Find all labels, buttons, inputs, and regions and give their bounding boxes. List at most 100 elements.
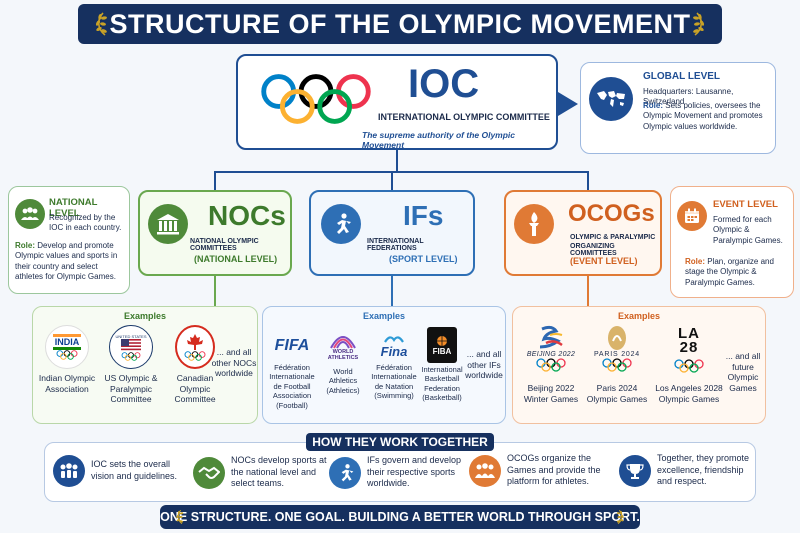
ocogs-acronym: OCOGs [568,200,655,227]
maple-leaf-icon [187,334,203,350]
ocog-examples-panel: Examples BEIJING 2022 Beijing 2022 Winte… [512,306,766,424]
noc-example-caption: US Olympic & Paralympic Committee [104,373,158,405]
connector-noc-examples [214,276,216,306]
trophy-icon [619,454,651,487]
noc-examples-panel: Examples INDIA Indian Olympic Associatio… [32,306,258,424]
laurel-left-icon [94,12,109,36]
calendar-icon [677,201,707,231]
if-example-fifa: FIFA Fédération Internationale de Footba… [265,329,319,410]
page-title-banner: STRUCTURE OF THE OLYMPIC MOVEMENT [78,4,722,44]
arrow-to-global-icon [558,92,578,116]
noc-example-caption: Canadian Olympic Committee [174,373,216,405]
fiba-logo: FIBA [427,327,457,363]
world-athletics-logo: WORLD ATHLETICS [319,325,367,367]
connector-noc [214,171,216,190]
if-example-fina: Fina Fédération Internationale de Natati… [369,329,419,401]
national-level-card: NATIONAL LEVEL Recognized by the IOC in … [8,186,130,294]
if-example-caption: Fédération Internationale de Natation (S… [371,363,417,401]
fifa-logo: FIFA [274,337,310,354]
event-level-role: Role: Plan, organize and stage the Olymp… [685,257,774,287]
ifs-card: IFs INTERNATIONAL FEDERATIONS (SPORT LEV… [309,190,475,276]
laurel-left-icon [175,509,184,525]
ioc-name: INTERNATIONAL OLYMPIC COMMITTEE [378,112,550,122]
ocogs-level: (EVENT LEVEL) [570,256,638,266]
ifs-level: (SPORT LEVEL) [389,254,458,264]
torch-icon [514,204,554,244]
ocog-example-caption: Los Angeles 2028 Olympic Games [655,383,723,404]
nocs-acronym: NOCs [208,200,286,231]
if-example-fiba: FIBA International Basketball Federation… [419,327,465,403]
nocs-name: NATIONAL OLYMPIC COMMITTEES [190,238,259,252]
us-flag-icon [121,338,141,352]
national-level-role: Role: Develop and promote Olympic values… [15,241,118,282]
if-example-caption: Fédération Internationale de Football As… [269,363,315,410]
canada-coc-logo [175,325,215,369]
handshake-icon [193,456,225,489]
noc-examples-title: Examples [123,311,167,321]
ocog-examples-title: Examples [617,311,661,321]
event-level-heading: EVENT LEVEL [713,199,778,210]
india-logo: INDIA [45,325,89,369]
page-title: STRUCTURE OF THE OLYMPIC MOVEMENT [109,8,691,39]
event-level-card: EVENT LEVEL Formed for each Olympic & Pa… [670,186,794,298]
building-columns-icon [148,204,188,244]
how-item: OCOGs organize the Games and provide the… [469,453,613,488]
runner-icon [321,204,361,244]
ocog-example-paris: PARIS 2024 Paris 2024 Olympic Games [585,325,649,404]
if-examples-panel: Examples FIFA Fédération Internationale … [262,306,506,424]
footer-slogan: ONE STRUCTURE. ONE GOAL. BUILDING A BETT… [160,510,640,524]
ioc-tagline: The supreme authority of the Olympic Mov… [362,130,516,150]
ocog-example-la: LA 28 Los Angeles 2028 Olympic Games [653,325,725,404]
ocogs-card: OCOGs OLYMPIC & PARALYMPIC ORGANIZING CO… [504,190,662,276]
ocogs-name-line2: ORGANIZING COMMITTEES [570,243,617,257]
nocs-level: (NATIONAL LEVEL) [194,254,278,264]
global-level-hq: Headquarters: Lausanne, Switzerland [643,87,734,107]
paris-2024-logo: PARIS 2024 [585,325,649,383]
national-level-text: Recognized by the IOC in each country. [49,213,122,233]
ocogs-name-line1: OLYMPIC & PARALYMPIC [570,234,656,241]
how-item: IFs govern and develop their respective … [329,455,469,490]
noc-example-india: INDIA Indian Olympic Association [37,325,97,394]
connector-ifs [391,171,393,190]
group-icon [469,454,501,487]
fina-logo: Fina [369,329,419,363]
laurel-right-icon [616,509,625,525]
how-item: NOCs develop sports at the national leve… [193,455,329,490]
if-example-caption: World Athletics (Athletics) [326,367,360,395]
people-icon [53,455,85,487]
how-item: Together, they promote excellence, frien… [619,453,751,488]
footer-banner: ONE STRUCTURE. ONE GOAL. BUILDING A BETT… [160,505,640,529]
ifs-name: INTERNATIONAL FEDERATIONS [367,238,424,252]
how-they-work-label: HOW THEY WORK TOGETHER [306,433,494,451]
ifs-acronym: IFs [403,200,444,231]
connector-horizontal [214,171,588,173]
if-example-caption: International Basketball Federation (Bas… [421,365,463,403]
noc-examples-more: ... and all other NOCs worldwide [211,347,257,379]
connector-ifs-examples [391,276,393,306]
noc-example-canada: Canadian Olympic Committee [165,325,225,405]
ocog-examples-more: ... and all future Olympic Games [725,351,761,393]
if-examples-title: Examples [362,311,406,321]
connector-ocog-examples [587,276,589,306]
connector-trunk [396,150,398,172]
nocs-card: NOCs NATIONAL OLYMPIC COMMITTEES (NATION… [138,190,292,276]
noc-example-usa: UNITED STATES US Olympic & Paralympic Co… [99,325,163,405]
ocog-example-caption: Beijing 2022 Winter Games [523,383,579,404]
world-map-icon [589,77,633,121]
usopc-logo: UNITED STATES [109,325,153,369]
beijing-2022-logo: BEIJING 2022 [519,325,583,383]
noc-example-caption: Indian Olympic Association [38,373,96,394]
laurel-right-icon [691,12,706,36]
ocog-example-caption: Paris 2024 Olympic Games [586,383,648,404]
people-group-icon [15,199,45,229]
global-level-card: GLOBAL LEVEL Headquarters: Lausanne, Swi… [580,62,776,154]
how-item: IOC sets the overall vision and guidelin… [53,455,189,487]
if-example-world-athletics: WORLD ATHLETICS World Athletics (Athleti… [319,325,367,395]
connector-ocog [587,171,589,190]
runner-icon [329,456,361,489]
how-they-work-panel: IOC sets the overall vision and guidelin… [44,442,756,502]
ioc-acronym: IOC [408,62,480,106]
event-level-text: Formed for each Olympic & Paralympic Gam… [713,215,783,245]
ioc-card: IOC INTERNATIONAL OLYMPIC COMMITTEE The … [236,54,558,150]
la-2028-logo: LA 28 [653,325,725,383]
